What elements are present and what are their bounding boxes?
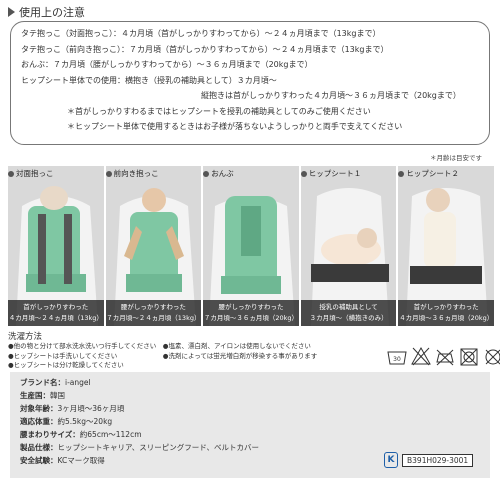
spec-row: 生産国：韓国 — [20, 391, 65, 400]
kc-certification: K B391H029-3001 — [384, 452, 474, 468]
spec-row: 対象年齢：3ヶ月頃～36ヶ月頃 — [20, 404, 125, 413]
face-to-face-illustration — [8, 166, 104, 326]
caution-box: タテ抱っこ（対面抱っこ）：４カ月頃（首がしっかりすわってから）～２４ヵ月頃まで（… — [10, 21, 490, 145]
panel-label: ヒップシート１ — [300, 168, 361, 179]
no-dry-clean-icon — [485, 349, 500, 365]
care-symbols: 30 — [386, 344, 500, 368]
panel-label: おんぶ — [203, 168, 234, 179]
washing-title: 洗濯方法 — [8, 332, 43, 342]
panel-label: 対面抱っこ — [8, 168, 54, 179]
no-bleach-icon — [411, 346, 431, 366]
caution-line: ヒップシート単体での使用：横抱き（授乳の補助具として）３カ月頃～ — [21, 75, 277, 85]
spec-row: 製品仕様：ヒップシートキャリア、スリーピングフード、ベルトカバー — [20, 443, 259, 452]
no-iron-icon — [436, 349, 454, 366]
no-tumble-dry-icon — [460, 348, 478, 366]
caution-title: 使用上の注意 — [8, 4, 85, 20]
spec-row: ブランド名：i-angel — [20, 378, 91, 387]
spec-row: 適応体重：約5.5kg～20kg — [20, 417, 113, 426]
spec-row: 安全試験：KCマーク取得 — [20, 456, 105, 465]
bullet-icon — [105, 170, 112, 177]
front-facing-illustration — [105, 166, 202, 326]
panel-label: 前向き抱っこ — [105, 168, 159, 179]
caution-line: タテ抱っこ（対面抱っこ）：４カ月頃（首がしっかりすわってから）～２４ヵ月頃まで（… — [21, 29, 381, 38]
bullet-icon — [203, 170, 210, 177]
hipseat-upright-illustration — [398, 166, 494, 326]
kc-code: B391H029-3001 — [402, 453, 474, 467]
caution-line: 縦抱きは首がしっかりすわった４カ月頃～３６ヵ月頃まで（20kgまで） — [201, 91, 461, 100]
bullet-icon — [398, 170, 405, 177]
washing-instructions: ●他の物と分けて部水洗水洗いつ行手してください ●塩素、漂白剤、アイロンは使用し… — [8, 342, 318, 369]
caution-line: タテ抱っこ（前向き抱っこ）：７カ月頃（首がしっかりすわってから）～２４ヵ月頃まで… — [21, 44, 389, 54]
hand-wash-30-icon: 30 — [387, 351, 407, 365]
bullet-icon — [300, 170, 307, 177]
svg-text:30: 30 — [393, 356, 401, 363]
age-footnote: ＊月齢は目安です — [430, 154, 482, 162]
caution-line: おんぶ：７カ月頃（腰がしっかりすわってから）～３６ヵ月頃まで（20kgまで） — [21, 60, 313, 69]
panel-label: ヒップシート２ — [398, 168, 459, 179]
triangle-bullet-icon — [8, 7, 15, 17]
caution-note: ＊ヒップシート単体で使用するときはお子様が落ちないようしっかりと両手で支えてくだ… — [67, 122, 403, 131]
kc-mark-icon: K — [384, 452, 398, 468]
spec-row: 腰まわりサイズ：約65cm～112cm — [20, 430, 142, 439]
caution-note: ＊首がしっかりすわるまではヒップシートを授乳の補助具としてのみご使用ください — [67, 106, 371, 116]
back-carry-illustration — [203, 166, 299, 326]
hipseat-nursing-illustration — [300, 166, 397, 326]
bullet-icon — [8, 170, 14, 177]
